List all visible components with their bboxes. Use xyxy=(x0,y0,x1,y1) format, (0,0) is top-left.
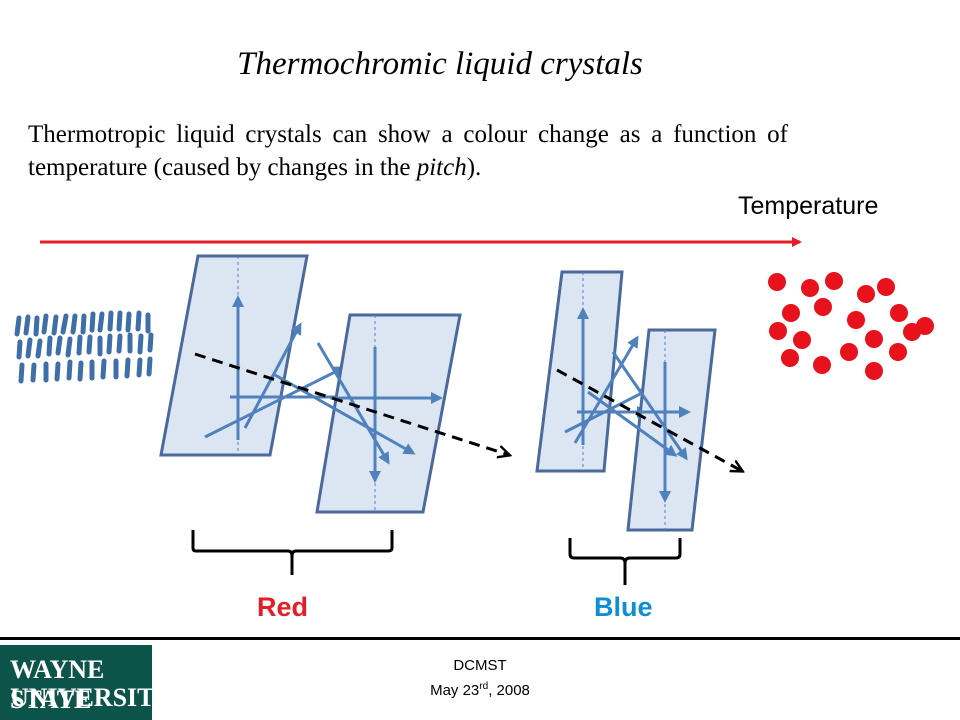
temperature-label: Temperature xyxy=(738,192,879,220)
blue-plane-left xyxy=(535,270,651,473)
footer-date-sup: rd xyxy=(479,681,489,692)
university-logo: WAYNE STATE UNIVERSITY xyxy=(0,645,173,720)
label-red: Red xyxy=(257,592,309,622)
bracket-red xyxy=(191,530,394,575)
bracket-blue xyxy=(568,538,682,585)
body-text-part2: ). xyxy=(466,154,482,181)
red-plane-right xyxy=(274,313,462,514)
body-text: Thermotropic liquid crystals can show a … xyxy=(28,118,788,184)
footer-org: DCMST xyxy=(453,657,507,674)
footer-text: DCMST May 23rd, 2008 xyxy=(380,655,580,701)
footer-date-prefix: May 23 xyxy=(430,682,480,699)
isotropic-dots xyxy=(768,272,934,380)
logo-line1: WAYNE STATE xyxy=(10,655,105,714)
slide-title: Thermochromic liquid crystals xyxy=(237,46,643,82)
red-plane-left xyxy=(159,254,348,457)
logo-line2: UNIVERSITY xyxy=(10,683,174,712)
label-blue: Blue xyxy=(594,592,653,622)
helix-axis-red xyxy=(194,352,509,455)
blue-plane-right xyxy=(587,328,717,532)
body-text-part1: Thermotropic liquid crystals can show a … xyxy=(28,121,788,181)
footer-date: May 23rd, 2008 xyxy=(380,676,580,701)
footer-date-suffix: , 2008 xyxy=(488,682,530,699)
footer-rule xyxy=(0,637,960,640)
smectic-rods xyxy=(14,310,154,384)
body-text-italic: pitch xyxy=(416,154,467,181)
